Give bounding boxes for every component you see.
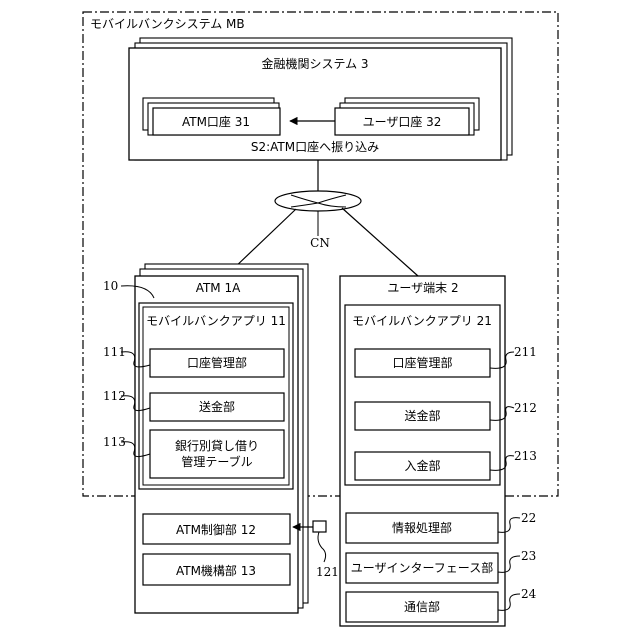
user-terminal-label: ユーザ端末 2 xyxy=(387,281,458,295)
user-unit-3-ref-label: 24 xyxy=(521,587,537,601)
user-app-label: モバイルバンクアプリ 21 xyxy=(352,314,492,328)
atm-module-2-ref-label: 112 xyxy=(103,389,126,403)
atm-module-1-ref-label: 111 xyxy=(103,345,126,359)
financial-institution-label: 金融機関システム 3 xyxy=(261,56,368,71)
atm-module-3-ref-label: 113 xyxy=(103,435,126,449)
atm-label: ATM 1A xyxy=(196,281,241,295)
sensor-ref-label: 121 xyxy=(316,565,339,579)
user-unit-3-label: 通信部 xyxy=(404,599,440,614)
user-module-2-label: 送金部 xyxy=(404,408,440,423)
user-module-2-ref-label: 212 xyxy=(514,401,537,415)
atm-account-label: ATM口座 31 xyxy=(182,114,250,129)
atm-control-label: ATM制御部 12 xyxy=(176,522,256,537)
transfer-label: S2:ATM口座へ振り込み xyxy=(251,139,379,154)
mobile-bank-system-label: モバイルバンクシステム MB xyxy=(90,17,245,31)
network-to-atm-link xyxy=(232,209,296,270)
sensor-ref-leader xyxy=(318,532,326,562)
atm-module-3-label-line-2: 管理テーブル xyxy=(181,454,252,469)
user-account-label: ユーザ口座 32 xyxy=(363,114,442,129)
user-module-3-label: 入金部 xyxy=(404,458,440,473)
atm-ref-label: 10 xyxy=(103,279,118,293)
network-label: CN xyxy=(310,236,330,250)
atm-mechanism-label: ATM機構部 13 xyxy=(176,563,256,578)
user-module-3-ref-label: 213 xyxy=(514,449,537,463)
network-to-user-link xyxy=(342,208,418,276)
network-cloud xyxy=(275,191,361,211)
sensor-icon xyxy=(313,521,326,532)
user-unit-1-ref-label: 22 xyxy=(521,511,536,525)
atm-module-3-box xyxy=(150,430,284,478)
user-module-1-ref-label: 211 xyxy=(514,345,537,359)
user-unit-2-ref-label: 23 xyxy=(521,549,536,563)
atm-module-3-label-line-1: 銀行別貸し借り xyxy=(175,438,259,453)
user-unit-1-label: 情報処理部 xyxy=(392,520,452,535)
user-unit-2-label: ユーザインターフェース部 xyxy=(351,560,493,575)
atm-app-label: モバイルバンクアプリ 11 xyxy=(146,314,286,328)
atm-module-2-label: 送金部 xyxy=(199,399,235,414)
atm-module-1-label: 口座管理部 xyxy=(187,355,247,370)
user-module-1-label: 口座管理部 xyxy=(392,355,452,370)
